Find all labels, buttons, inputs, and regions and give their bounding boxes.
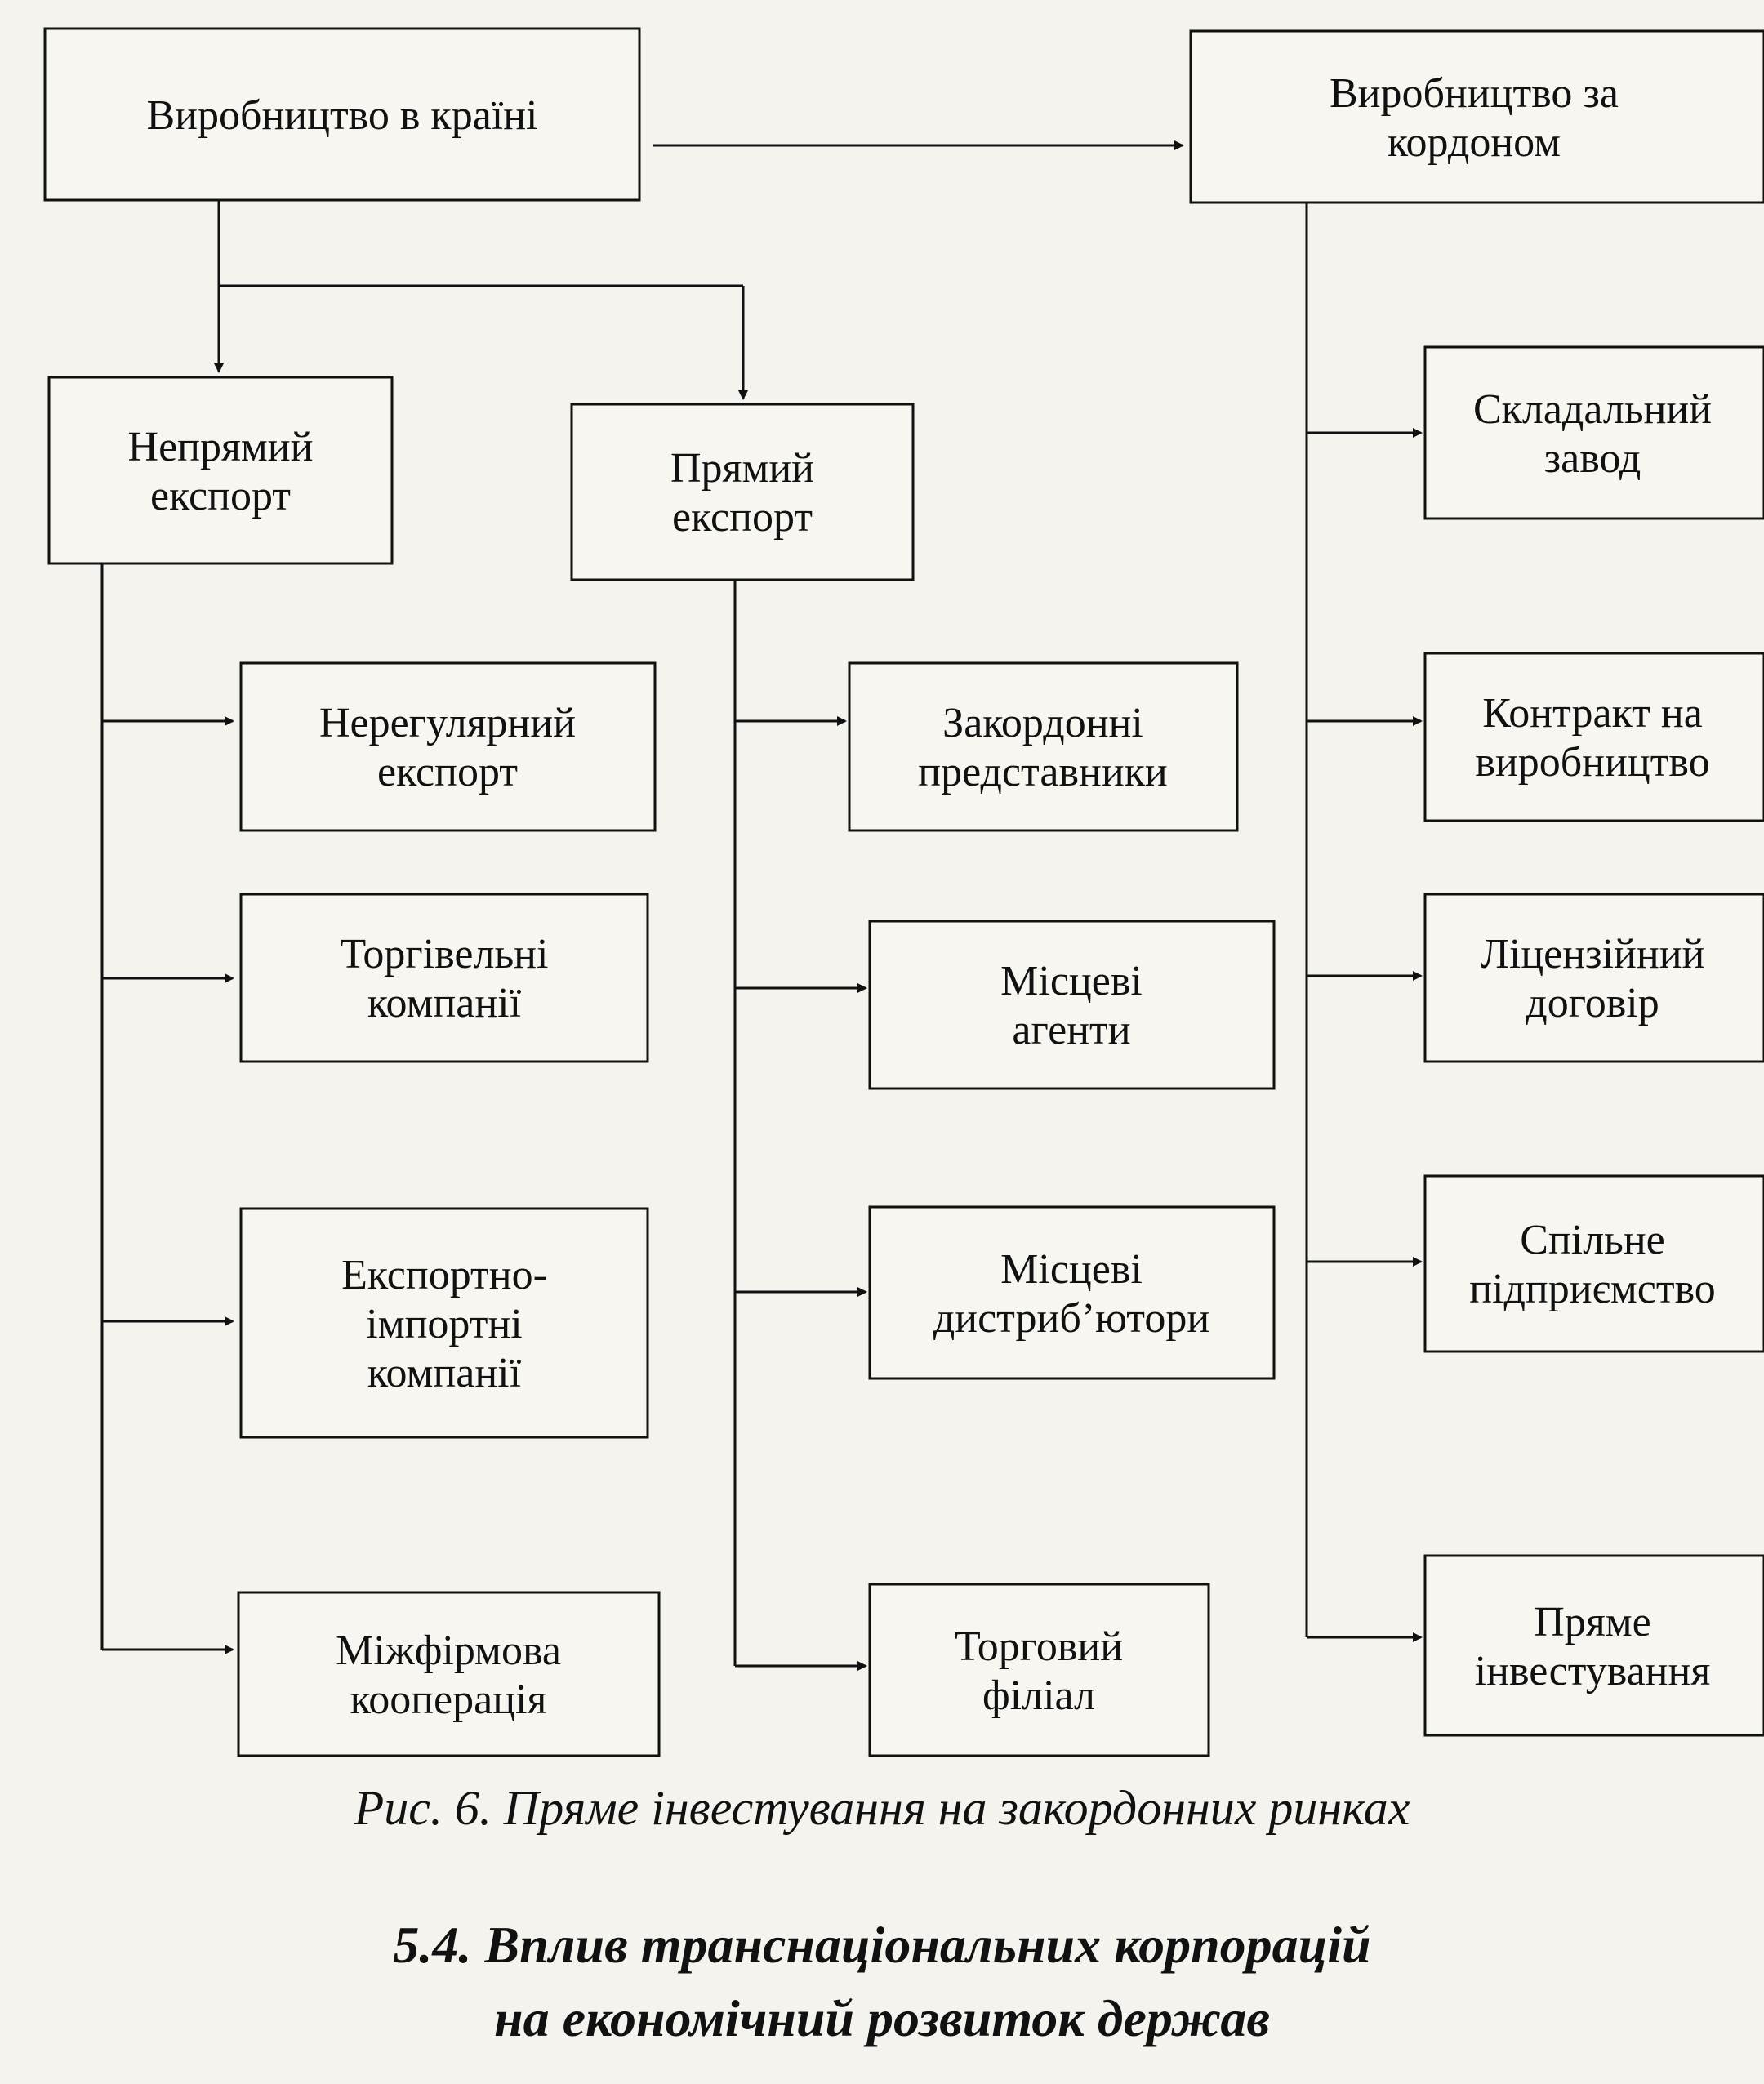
box-text-line: Міжфірмова <box>336 1628 561 1674</box>
box-text-line: Виробництво в країні <box>147 92 538 139</box>
box-text-line: дистриб’ютори <box>933 1295 1209 1342</box>
box-text-line: імпортні <box>366 1301 523 1347</box>
connectors <box>100 140 1423 1671</box>
box-text-line: Місцеві <box>1000 958 1143 1004</box>
box-text-line: Прямий <box>670 445 814 492</box>
box-text-line: філіал <box>982 1672 1095 1719</box>
box-text-line: підприємство <box>1469 1266 1716 1312</box>
box-text-line: Виробництво за <box>1330 70 1619 117</box>
box-text-line: Ліцензійний <box>1481 931 1705 977</box>
box-text-line: Контракт на <box>1482 690 1703 737</box>
box-text-line: Нерегулярний <box>319 700 576 746</box>
box-text-line: кордоном <box>1388 119 1561 166</box>
box-text-line: договір <box>1526 980 1659 1026</box>
box-production-domestic-text: Виробництво в країні <box>147 92 538 139</box>
box-text-line: компанії <box>368 980 522 1026</box>
box-text-line: компанії <box>368 1350 522 1396</box>
box-text-line: представники <box>918 749 1168 795</box>
box-text-line: агенти <box>1012 1007 1130 1053</box>
box-text-line: Торговий <box>955 1623 1123 1670</box>
box-text-line: Непрямий <box>128 424 314 470</box>
box-text-line: виробництво <box>1475 739 1709 786</box>
box-text-line: Складальний <box>1473 386 1712 433</box>
box-text-line: експорт <box>672 494 813 541</box>
box-text-line: кооперація <box>350 1677 547 1723</box>
box-production-domestic: Виробництво в країні <box>43 27 641 202</box>
figure-caption: Рис. 6. Пряме інвестування на закордонни… <box>354 1781 1410 1835</box>
box-text-line: інвестування <box>1475 1648 1711 1694</box>
section-heading-line2: на економічний розвиток держав <box>494 1989 1270 2047</box>
box-text-line: Торгівельні <box>341 931 549 977</box>
box-text-line: Спільне <box>1520 1217 1665 1263</box>
box-text-line: експорт <box>150 473 291 519</box>
box-text-line: Місцеві <box>1000 1246 1143 1293</box>
box-text-line: Пряме <box>1534 1599 1650 1645</box>
section-heading-line1: 5.4. Вплив транснаціональних корпорацій <box>393 1916 1371 1974</box>
box-text-line: Експортно- <box>341 1252 547 1298</box>
box-text-line: експорт <box>377 749 518 795</box>
box-text-line: Закордонні <box>942 700 1143 746</box>
box-text-line: завод <box>1544 435 1642 482</box>
